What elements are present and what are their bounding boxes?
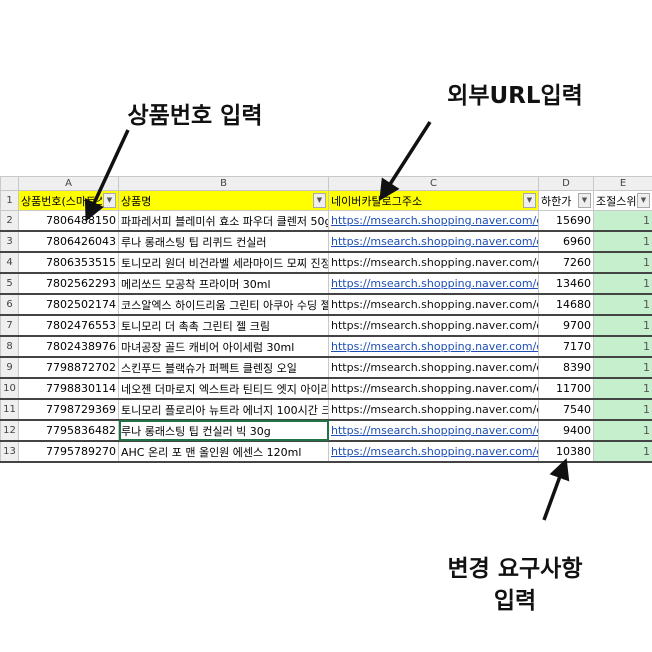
switch-cell[interactable]: 1 <box>593 293 652 316</box>
product-number-cell[interactable]: 7802562293 <box>18 272 119 295</box>
catalog-url-cell[interactable]: https://msearch.shopping.naver.com/catal… <box>328 210 539 232</box>
min-price-cell[interactable]: 7540 <box>538 398 594 421</box>
annotation-product-number: 상품번호 입력 <box>127 103 263 129</box>
row-header[interactable]: 2 <box>0 210 19 232</box>
min-price-cell[interactable]: 8390 <box>538 356 594 379</box>
header-label: 조절스위치 <box>596 194 636 208</box>
filter-dropdown-icon[interactable]: ▼ <box>523 193 536 208</box>
row-header[interactable]: 11 <box>0 398 19 421</box>
table-row: 8 7802438976 마녀공장 골드 캐비어 아이세럼 30ml https… <box>0 335 652 358</box>
switch-cell[interactable]: 1 <box>593 272 652 295</box>
min-price-cell[interactable]: 9700 <box>538 314 594 337</box>
spreadsheet-grid[interactable]: A B C D E 1 상품번호(스마트스토▼ 상품명▼ 네이버카탈로그주소▼ … <box>0 176 652 463</box>
min-price-cell[interactable]: 11700 <box>538 377 594 400</box>
switch-cell[interactable]: 1 <box>593 377 652 400</box>
table-row: 5 7802562293 메리쏘드 모공착 프라이머 30ml https://… <box>0 272 652 295</box>
product-name-cell[interactable]: 스킨푸드 블랙슈가 퍼펙트 클렌징 오일 <box>118 356 329 379</box>
catalog-url-cell[interactable]: https://msearch.shopping.naver.com/catal… <box>328 377 539 400</box>
header-label: 상품명 <box>121 194 152 208</box>
product-number-cell[interactable]: 7795789270 <box>18 440 119 463</box>
catalog-url-cell[interactable]: https://msearch.shopping.naver.com/catal… <box>328 293 539 316</box>
annotation-change-request: 변경 요구사항 입력 <box>420 553 610 617</box>
table-row: 13 7795789270 AHC 온리 포 맨 올인원 에센스 120ml h… <box>0 440 652 463</box>
switch-cell[interactable]: 1 <box>593 419 652 442</box>
min-price-cell[interactable]: 6960 <box>538 230 594 253</box>
table-row: 9 7798872702 스킨푸드 블랙슈가 퍼펙트 클렌징 오일 https:… <box>0 356 652 379</box>
table-row: 3 7806426043 루나 롱래스팅 팁 리퀴드 컨실러 https://m… <box>0 230 652 253</box>
row-header[interactable]: 1 <box>0 190 19 211</box>
row-header[interactable]: 4 <box>0 251 19 274</box>
product-number-cell[interactable]: 7802476553 <box>18 314 119 337</box>
table-row: 2 7806488150 파파레서피 블레미쉬 효소 파우더 클렌저 50g h… <box>0 210 652 232</box>
catalog-url-cell[interactable]: https://msearch.shopping.naver.com/catal… <box>328 251 539 274</box>
product-name-cell[interactable]: 토니모리 더 촉촉 그린티 젤 크림 <box>118 314 329 337</box>
product-number-cell[interactable]: 7802438976 <box>18 335 119 358</box>
switch-cell[interactable]: 1 <box>593 440 652 463</box>
product-name-cell[interactable]: 메리쏘드 모공착 프라이머 30ml <box>118 272 329 295</box>
product-name-cell[interactable]: 토니모리 플로리아 뉴트라 에너지 100시간 크림 <box>118 398 329 421</box>
table-row: 4 7806353515 토니모리 원더 비건라벨 세라마이드 모찌 진정 토 … <box>0 251 652 274</box>
arrow-to-product-number <box>84 129 130 222</box>
catalog-url-cell[interactable]: https://msearch.shopping.naver.com/catal… <box>328 419 539 442</box>
product-number-cell[interactable]: 7798872702 <box>18 356 119 379</box>
catalog-url-cell[interactable]: https://msearch.shopping.naver.com/catal… <box>328 272 539 295</box>
row-header[interactable]: 7 <box>0 314 19 337</box>
catalog-url-cell[interactable]: https://msearch.shopping.naver.com/catal… <box>328 440 539 463</box>
switch-cell[interactable]: 1 <box>593 251 652 274</box>
select-all-corner[interactable] <box>0 176 19 191</box>
table-row: 12 7795836482 루나 롱래스팅 팁 컨실러 빅 30g https:… <box>0 419 652 442</box>
header-label: 하한가 <box>541 194 572 208</box>
product-name-cell[interactable]: 루나 롱래스팅 팁 컨실러 빅 30g <box>118 419 329 442</box>
filter-dropdown-icon[interactable]: ▼ <box>313 193 326 208</box>
column-header-a[interactable]: A <box>18 176 119 191</box>
product-number-cell[interactable]: 7802502174 <box>18 293 119 316</box>
annotation-line-1: 변경 요구사항 <box>447 556 583 582</box>
row-header[interactable]: 13 <box>0 440 19 463</box>
switch-cell[interactable]: 1 <box>593 398 652 421</box>
header-product-name[interactable]: 상품명 ▼ <box>118 190 329 211</box>
table-row: 10 7798830114 네오젠 더마로지 엑스트라 틴티드 엣지 아이라이너… <box>0 377 652 400</box>
filter-dropdown-icon[interactable]: ▼ <box>578 193 591 208</box>
row-header[interactable]: 8 <box>0 335 19 358</box>
switch-cell[interactable]: 1 <box>593 335 652 358</box>
annotation-line-2: 입력 <box>493 588 537 614</box>
table-row: 11 7798729369 토니모리 플로리아 뉴트라 에너지 100시간 크림… <box>0 398 652 421</box>
row-header[interactable]: 6 <box>0 293 19 316</box>
switch-cell[interactable]: 1 <box>593 314 652 337</box>
product-number-cell[interactable]: 7798729369 <box>18 398 119 421</box>
product-number-cell[interactable]: 7795836482 <box>18 419 119 442</box>
min-price-cell[interactable]: 15690 <box>538 210 594 232</box>
product-name-cell[interactable]: 코스알엑스 하이드리움 그린티 아쿠아 수딩 젤 크 <box>118 293 329 316</box>
product-name-cell[interactable]: 파파레서피 블레미쉬 효소 파우더 클렌저 50g <box>118 210 329 232</box>
annotation-external-url: 외부URL입력 <box>447 83 583 109</box>
column-header-d[interactable]: D <box>538 176 594 191</box>
header-label: 상품번호(스마트스토 <box>21 194 102 208</box>
row-header[interactable]: 9 <box>0 356 19 379</box>
switch-cell[interactable]: 1 <box>593 210 652 232</box>
row-header[interactable]: 12 <box>0 419 19 442</box>
catalog-url-cell[interactable]: https://msearch.shopping.naver.com/catal… <box>328 230 539 253</box>
arrow-to-min-price <box>542 458 570 521</box>
product-number-cell[interactable]: 7806426043 <box>18 230 119 253</box>
product-name-cell[interactable]: AHC 온리 포 맨 올인원 에센스 120ml <box>118 440 329 463</box>
table-row: 6 7802502174 코스알엑스 하이드리움 그린티 아쿠아 수딩 젤 크 … <box>0 293 652 316</box>
product-name-cell[interactable]: 마녀공장 골드 캐비어 아이세럼 30ml <box>118 335 329 358</box>
product-number-cell[interactable]: 7798830114 <box>18 377 119 400</box>
product-name-cell[interactable]: 토니모리 원더 비건라벨 세라마이드 모찌 진정 토 <box>118 251 329 274</box>
product-name-cell[interactable]: 네오젠 더마로지 엑스트라 틴티드 엣지 아이라이너 <box>118 377 329 400</box>
arrow-to-catalog-url <box>379 121 432 201</box>
filter-dropdown-icon[interactable]: ▼ <box>637 193 650 208</box>
catalog-url-cell[interactable]: https://msearch.shopping.naver.com/catal… <box>328 356 539 379</box>
switch-cell[interactable]: 1 <box>593 230 652 253</box>
min-price-cell[interactable]: 7170 <box>538 335 594 358</box>
row-header[interactable]: 10 <box>0 377 19 400</box>
header-min-price[interactable]: 하한가 ▼ <box>538 190 594 211</box>
catalog-url-cell[interactable]: https://msearch.shopping.naver.com/catal… <box>328 314 539 337</box>
catalog-url-cell[interactable]: https://msearch.shopping.naver.com/catal… <box>328 335 539 358</box>
catalog-url-cell[interactable]: https://msearch.shopping.naver.com/catal… <box>328 398 539 421</box>
table-row: 7 7802476553 토니모리 더 촉촉 그린티 젤 크림 https://… <box>0 314 652 337</box>
product-name-cell[interactable]: 루나 롱래스팅 팁 리퀴드 컨실러 <box>118 230 329 253</box>
min-price-cell[interactable]: 9400 <box>538 419 594 442</box>
